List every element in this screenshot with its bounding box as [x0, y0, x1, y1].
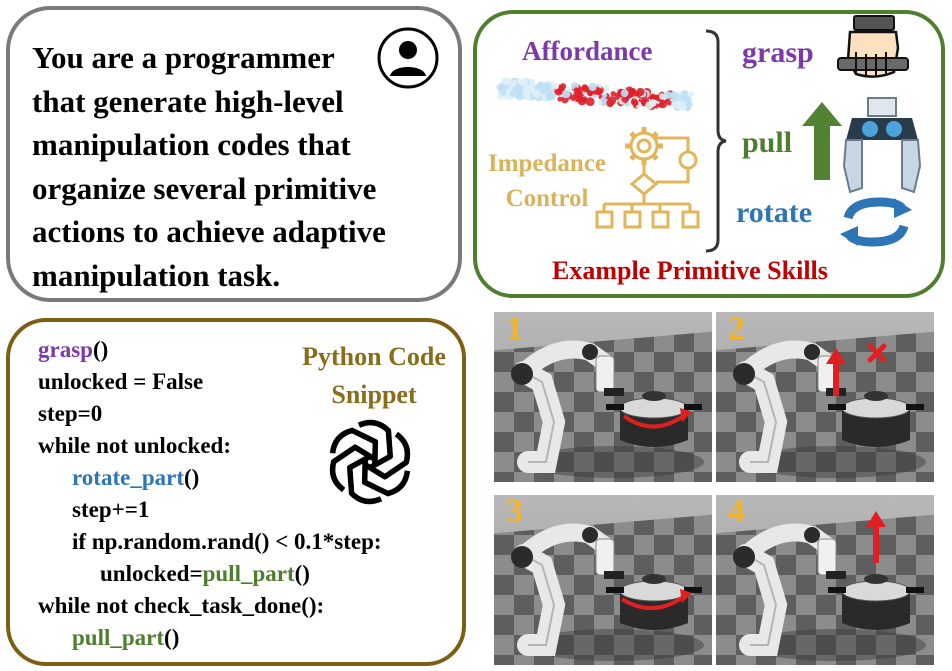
- frame-number: 3: [506, 495, 523, 530]
- prompt-line: You are a programmer: [32, 40, 335, 75]
- code-line-6: step+=1: [72, 497, 150, 522]
- code-title-line1: Python Code: [302, 342, 446, 371]
- code-line-9: while not check_task_done():: [38, 593, 325, 618]
- sim-scene: [494, 312, 712, 482]
- rotate-label: rotate: [736, 196, 813, 229]
- sim-frame-1: 1: [494, 312, 712, 482]
- code-line-8: unlocked=pull_part(): [100, 561, 310, 586]
- grasp-label: grasp: [742, 36, 814, 69]
- code-title-line2: Snippet: [331, 380, 417, 409]
- pull-up-arrow-icon: [802, 102, 842, 180]
- user-avatar-icon: [377, 27, 439, 89]
- gripper-icon: [842, 97, 922, 194]
- prompt-line: that generate high-level: [32, 83, 344, 119]
- sim-frame-2: 2: [716, 312, 934, 482]
- grasp-hand-icon: [837, 15, 909, 78]
- code-line-2: unlocked = False: [38, 369, 204, 394]
- code-line-10: pull_part(): [72, 625, 180, 650]
- impedance-line2: Control: [505, 185, 589, 212]
- prompt-line: manipulation codes that: [32, 127, 351, 162]
- prompt-text: You are a programmer that generate high-…: [32, 36, 432, 297]
- sim-scene: [716, 495, 934, 665]
- openai-logo-icon: [324, 419, 416, 508]
- grouping-bracket: [705, 29, 727, 253]
- prompt-line: organize several primitive: [32, 170, 377, 206]
- code-line-3: step=0: [38, 401, 103, 426]
- impedance-line1: Impedance: [487, 150, 607, 177]
- code-title: Python Code Snippet: [284, 338, 464, 414]
- frame-number: 1: [506, 312, 523, 347]
- frame-number: 4: [728, 495, 745, 530]
- code-line-7: if np.random.rand() < 0.1*step:: [72, 529, 382, 554]
- frame-number: 2: [728, 312, 745, 347]
- code-line-1: grasp(): [38, 337, 109, 362]
- sim-frame-3: 3: [494, 495, 712, 665]
- control-flowchart-icon: [595, 127, 700, 229]
- sim-frame-4: 4: [716, 495, 934, 665]
- pull-label: pull: [742, 126, 793, 159]
- affordance-pointcloud-icon: [496, 78, 695, 112]
- code-line-5: rotate_part(): [72, 465, 200, 490]
- prompt-line: actions to achieve adaptive: [32, 214, 386, 249]
- impedance-control-label: Impedance Control: [484, 146, 610, 216]
- prompt-line: manipulation task.: [32, 257, 281, 293]
- skills-caption: Example Primitive Skills: [552, 256, 828, 285]
- rotate-arrows-icon: [840, 197, 912, 247]
- sim-scene: [716, 312, 934, 482]
- sim-scene: [494, 495, 712, 665]
- affordance-label: Affordance: [522, 36, 653, 66]
- code-line-4: while not unlocked:: [38, 433, 231, 458]
